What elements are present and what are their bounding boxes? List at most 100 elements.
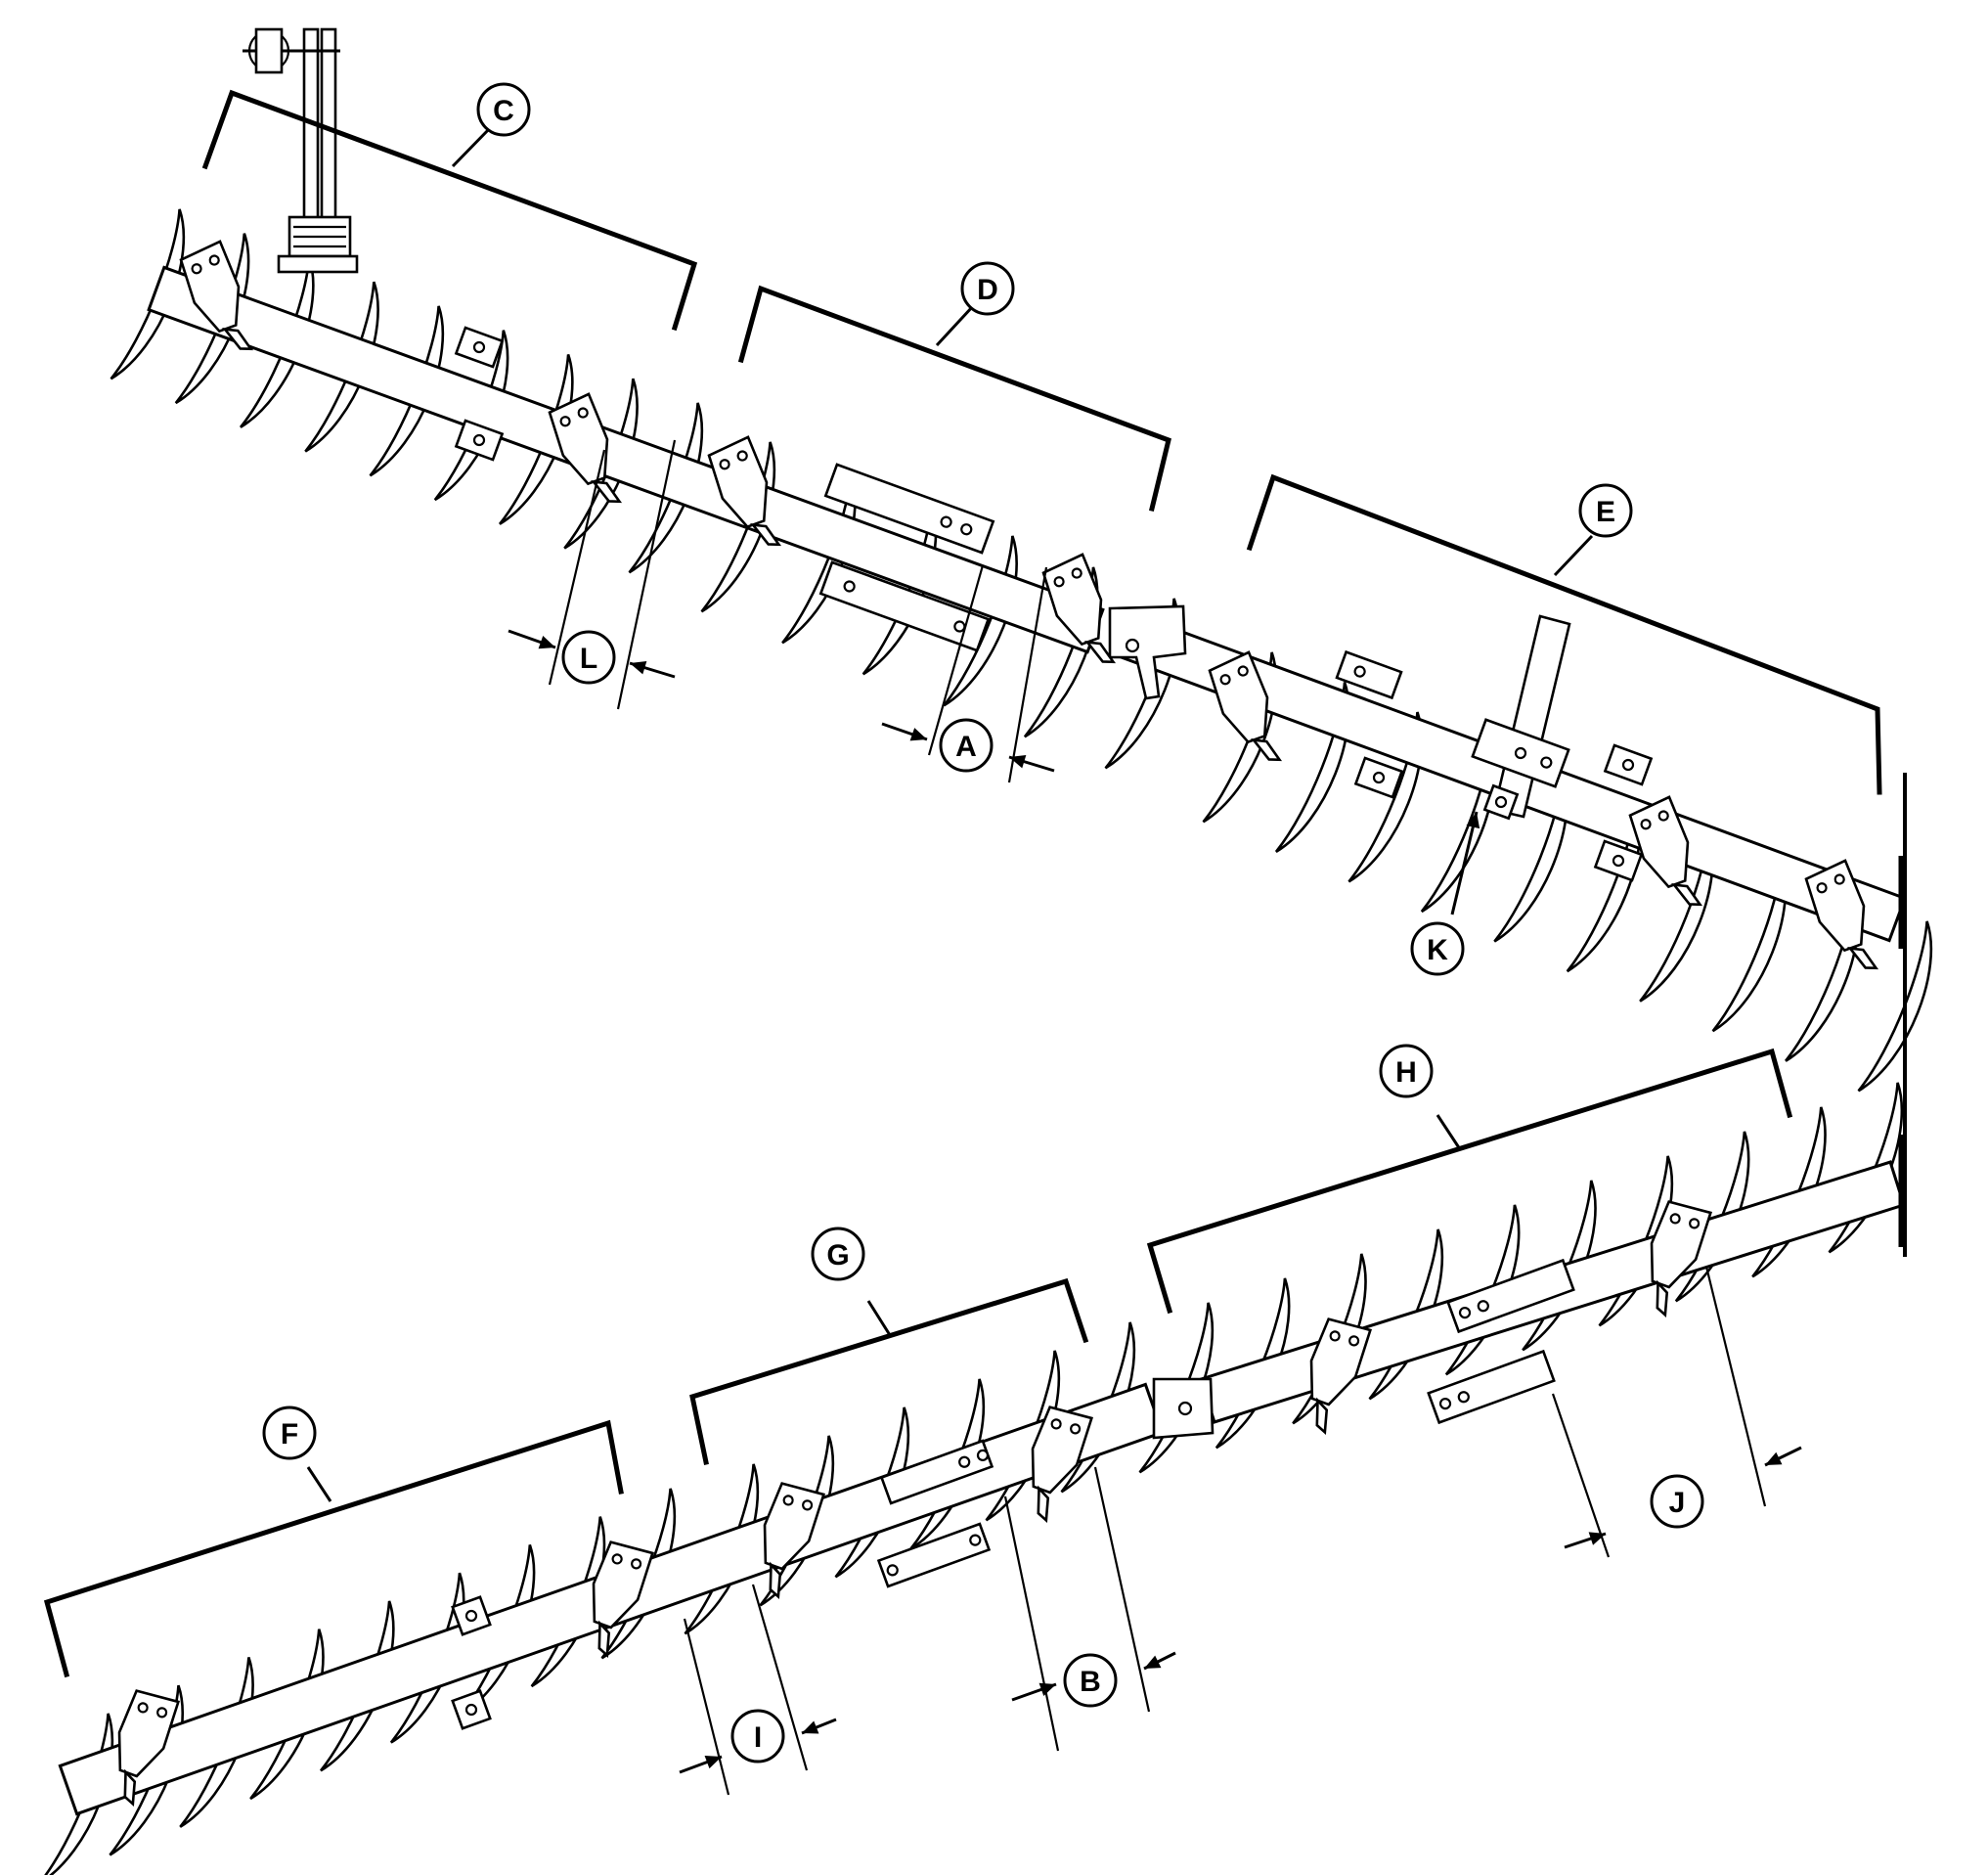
bearing-bracket xyxy=(1309,1317,1373,1436)
bearing-bracket xyxy=(1628,795,1703,907)
clamp-plate xyxy=(1446,1258,1575,1334)
plate-body xyxy=(823,463,995,555)
clamp-plate xyxy=(876,1522,992,1588)
callout-c: C xyxy=(476,82,531,137)
bearing-bracket xyxy=(1031,1406,1094,1524)
bolt xyxy=(156,1707,168,1719)
bolt xyxy=(1372,771,1386,784)
bolt xyxy=(1177,1401,1193,1416)
leader-F xyxy=(306,1466,332,1502)
bearing-bracket xyxy=(1041,553,1117,664)
bolt xyxy=(472,433,486,447)
bolt xyxy=(1070,1423,1082,1435)
bolt xyxy=(1494,795,1508,809)
scraper xyxy=(123,1768,137,1808)
scraper xyxy=(1315,1397,1329,1436)
callout-label: G xyxy=(826,1239,849,1272)
bracket-F xyxy=(43,1419,624,1678)
bracket-G xyxy=(689,1277,1089,1465)
extension-line xyxy=(683,1618,730,1796)
arrow-head xyxy=(538,636,555,649)
bolt xyxy=(940,515,952,528)
bolt xyxy=(843,580,856,593)
scraper xyxy=(597,1620,611,1659)
arrow-head xyxy=(704,1756,722,1769)
callout-circle xyxy=(960,261,1015,316)
hitch-mast-assembly xyxy=(243,27,359,274)
bolt xyxy=(736,450,748,462)
bearing-bracket xyxy=(707,435,782,547)
clamp-plate xyxy=(1353,756,1404,799)
bolt xyxy=(472,340,486,354)
callout-label: F xyxy=(281,1418,298,1451)
bolt xyxy=(1050,1418,1062,1430)
bolt xyxy=(1457,1391,1470,1404)
clamp-plate xyxy=(818,560,991,652)
bearing-bracket xyxy=(1804,859,1879,970)
clamp-plate xyxy=(451,1595,492,1636)
scraper xyxy=(1656,1279,1669,1318)
callout-label: E xyxy=(1596,496,1615,528)
callout-circle xyxy=(262,1406,317,1460)
bolt xyxy=(1458,1307,1472,1319)
scraper xyxy=(1037,1485,1050,1524)
bolt xyxy=(1353,665,1366,678)
clamp-plate xyxy=(1335,649,1403,700)
arrow-head xyxy=(1144,1655,1162,1669)
clamp-plate xyxy=(454,326,505,369)
callout-label: K xyxy=(1427,934,1448,966)
callout-label: C xyxy=(493,95,514,127)
extension-line xyxy=(1093,1466,1151,1713)
leader-C xyxy=(451,125,493,168)
leader-D xyxy=(935,304,975,347)
bolt xyxy=(1514,746,1527,760)
bearing-bracket xyxy=(179,240,254,351)
scraper xyxy=(1847,946,1879,970)
rear-gang-assembly xyxy=(38,1081,1923,1875)
bearing-bracket xyxy=(592,1540,655,1659)
callout-i: I xyxy=(730,1709,785,1763)
bolt xyxy=(1477,1300,1489,1313)
bolt xyxy=(1689,1218,1701,1229)
bearing-bracket xyxy=(117,1689,181,1808)
callout-j: J xyxy=(1650,1474,1704,1529)
bolt xyxy=(1219,674,1231,686)
bolt xyxy=(137,1702,149,1714)
callout-circle xyxy=(561,630,616,685)
bracket-D xyxy=(737,285,1171,513)
callout-e: E xyxy=(1578,483,1633,538)
plate-body xyxy=(1427,1349,1556,1425)
leader-H xyxy=(1436,1114,1462,1150)
bearing-bracket xyxy=(1208,650,1283,762)
scraper xyxy=(769,1561,782,1600)
bolt xyxy=(559,416,571,427)
bolt xyxy=(1657,810,1669,822)
bolt xyxy=(611,1553,623,1565)
scraper xyxy=(1671,882,1703,907)
callout-a: A xyxy=(939,718,994,773)
callout-label: D xyxy=(977,274,998,306)
bolt xyxy=(464,1609,478,1623)
bolt xyxy=(577,407,589,419)
callout-circle xyxy=(811,1227,865,1281)
bolt xyxy=(1612,854,1625,868)
rear-gang-beams xyxy=(58,1160,1906,1816)
bolt xyxy=(976,1449,990,1461)
bolt xyxy=(631,1558,642,1570)
callout-b: B xyxy=(1063,1653,1118,1708)
extension-line xyxy=(1007,566,1048,783)
leader-G xyxy=(866,1300,892,1336)
plate-body xyxy=(1335,649,1403,700)
arrow-head xyxy=(1466,812,1480,829)
callout-label: A xyxy=(955,731,977,763)
bolt xyxy=(1621,758,1635,772)
bolt xyxy=(1640,819,1652,830)
extension-line xyxy=(616,439,677,710)
section-brackets xyxy=(43,89,1882,1678)
bolt xyxy=(886,1564,899,1577)
arrow-head xyxy=(1588,1532,1606,1545)
scraper xyxy=(750,522,782,547)
clamp-plate xyxy=(823,463,995,555)
bolt xyxy=(1438,1398,1452,1410)
